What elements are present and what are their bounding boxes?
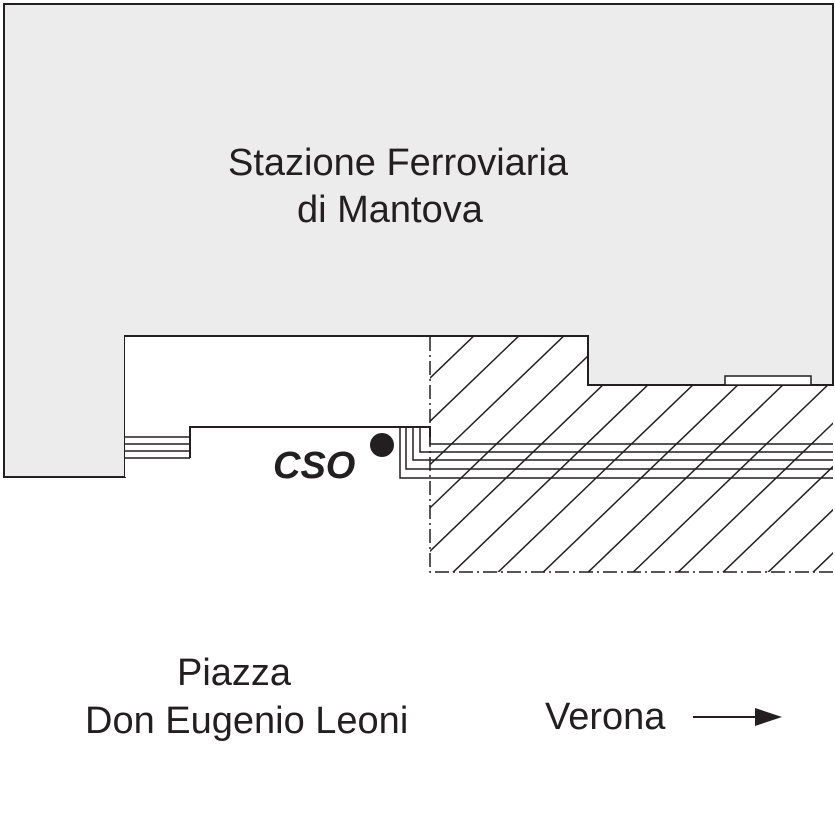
hatch-line <box>430 337 526 572</box>
hatch-line <box>759 337 833 572</box>
station-building <box>3 3 834 478</box>
cso-marker-dot <box>370 433 394 457</box>
hatch-line <box>624 337 833 572</box>
piazza-name-line2: Don Eugenio Leoni <box>85 700 408 742</box>
hatch-line <box>669 337 833 572</box>
hatch-line <box>430 337 481 572</box>
station-name-line2: di Mantova <box>297 189 484 231</box>
direction-label: Verona <box>545 696 666 738</box>
cso-label: CSO <box>273 445 355 487</box>
hatch-line <box>430 337 616 572</box>
station-name-line1: Stazione Ferroviaria <box>228 142 569 184</box>
direction-arrow-icon <box>693 708 782 726</box>
right-pipes <box>399 427 833 479</box>
hatch-line <box>714 337 833 572</box>
left-pipes <box>125 436 190 459</box>
canopy-step-outline <box>189 426 431 458</box>
building-detail <box>724 375 812 386</box>
piazza-name-line1: Piazza <box>177 652 292 694</box>
railway-boundary-line <box>429 337 833 573</box>
station-forecourt-canopy <box>125 336 430 477</box>
hatch-line <box>430 337 571 572</box>
